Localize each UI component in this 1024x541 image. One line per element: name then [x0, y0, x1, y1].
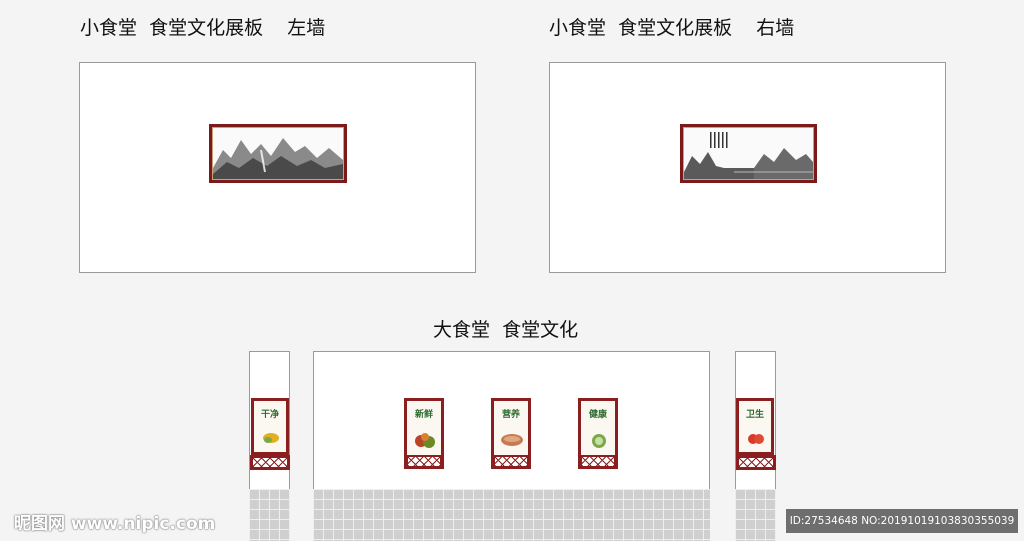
poster-label: 干净 [260, 410, 279, 420]
center-wall-tiles [313, 489, 710, 541]
right-wall-title: 小食堂 食堂文化展板 右墙 [549, 17, 795, 39]
lattice-base [493, 455, 529, 468]
left-wall-title: 小食堂 食堂文化展板 左墙 [80, 17, 326, 39]
right-wall-panel [549, 62, 946, 273]
poster-label: 新鲜 [414, 410, 433, 420]
poster-label: 卫生 [745, 410, 764, 420]
cabbage-icon [592, 434, 606, 448]
poster-label: 营养 [501, 410, 520, 420]
lattice-base [580, 455, 616, 468]
lattice-base-left [250, 455, 290, 470]
mountain-ink-icon [213, 128, 343, 179]
right-pillar-tiles [735, 489, 776, 541]
poster-clean: 干净 [251, 398, 289, 455]
landscape-painting-left [209, 124, 347, 183]
mountain-ink-icon [684, 128, 813, 179]
tomato-icon [748, 434, 764, 444]
vegetables-icon [415, 433, 435, 448]
left-wall-panel [79, 62, 476, 273]
corn-icon [263, 433, 279, 443]
left-pillar-tiles [249, 489, 290, 541]
poster-label: 健康 [588, 410, 607, 420]
big-hall-title: 大食堂 食堂文化 [433, 319, 579, 341]
watermark-site: 昵图网 www.nipic.com [14, 514, 216, 534]
lattice-base-right [736, 455, 776, 470]
poster-hygiene: 卫生 [736, 398, 774, 455]
bread-icon [501, 434, 523, 446]
lattice-base [406, 455, 442, 468]
watermark-id: ID:27534648 NO:20191019103830355039 [786, 509, 1018, 533]
landscape-painting-right [680, 124, 817, 183]
